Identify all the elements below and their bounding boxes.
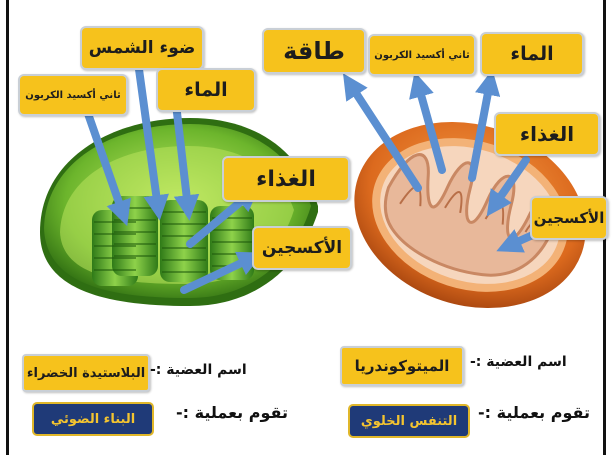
caption-process-mitochondria: تقوم بعملية :- [478,403,590,422]
label-oxygen-chloroplast: الأكسجين [252,226,352,270]
caption-organelle-name-chloroplast: اسم العضية :- [150,362,247,378]
caption-organelle-name-mitochondria: اسم العضية :- [470,354,567,370]
label-water-chloroplast: الماء [156,68,256,112]
label-oxygen-mitochondria: الأكسجين [530,196,608,240]
label-sunlight: ضوء الشمس [80,26,204,70]
answer-photosynthesis: البناء الضوئي [32,402,154,436]
label-food-mitochondria: الغذاء [494,112,600,156]
caption-process-chloroplast: تقوم بعملية :- [176,403,288,422]
label-food-chloroplast: الغذاء [222,156,350,202]
label-energy: طاقة [262,28,366,74]
answer-cellular-respiration: التنفس الخلوي [348,404,470,438]
answer-mitochondria-name: الميتوكوندريا [340,346,464,386]
label-carbon-dioxide-chloroplast: ثاني أكسيد الكربون [18,74,128,116]
label-water-mitochondria: الماء [480,32,584,76]
label-carbon-dioxide-mitochondria: ثاني أكسيد الكربون [368,34,476,76]
answer-chloroplast-name: البلاستيدة الخضراء [22,354,150,392]
